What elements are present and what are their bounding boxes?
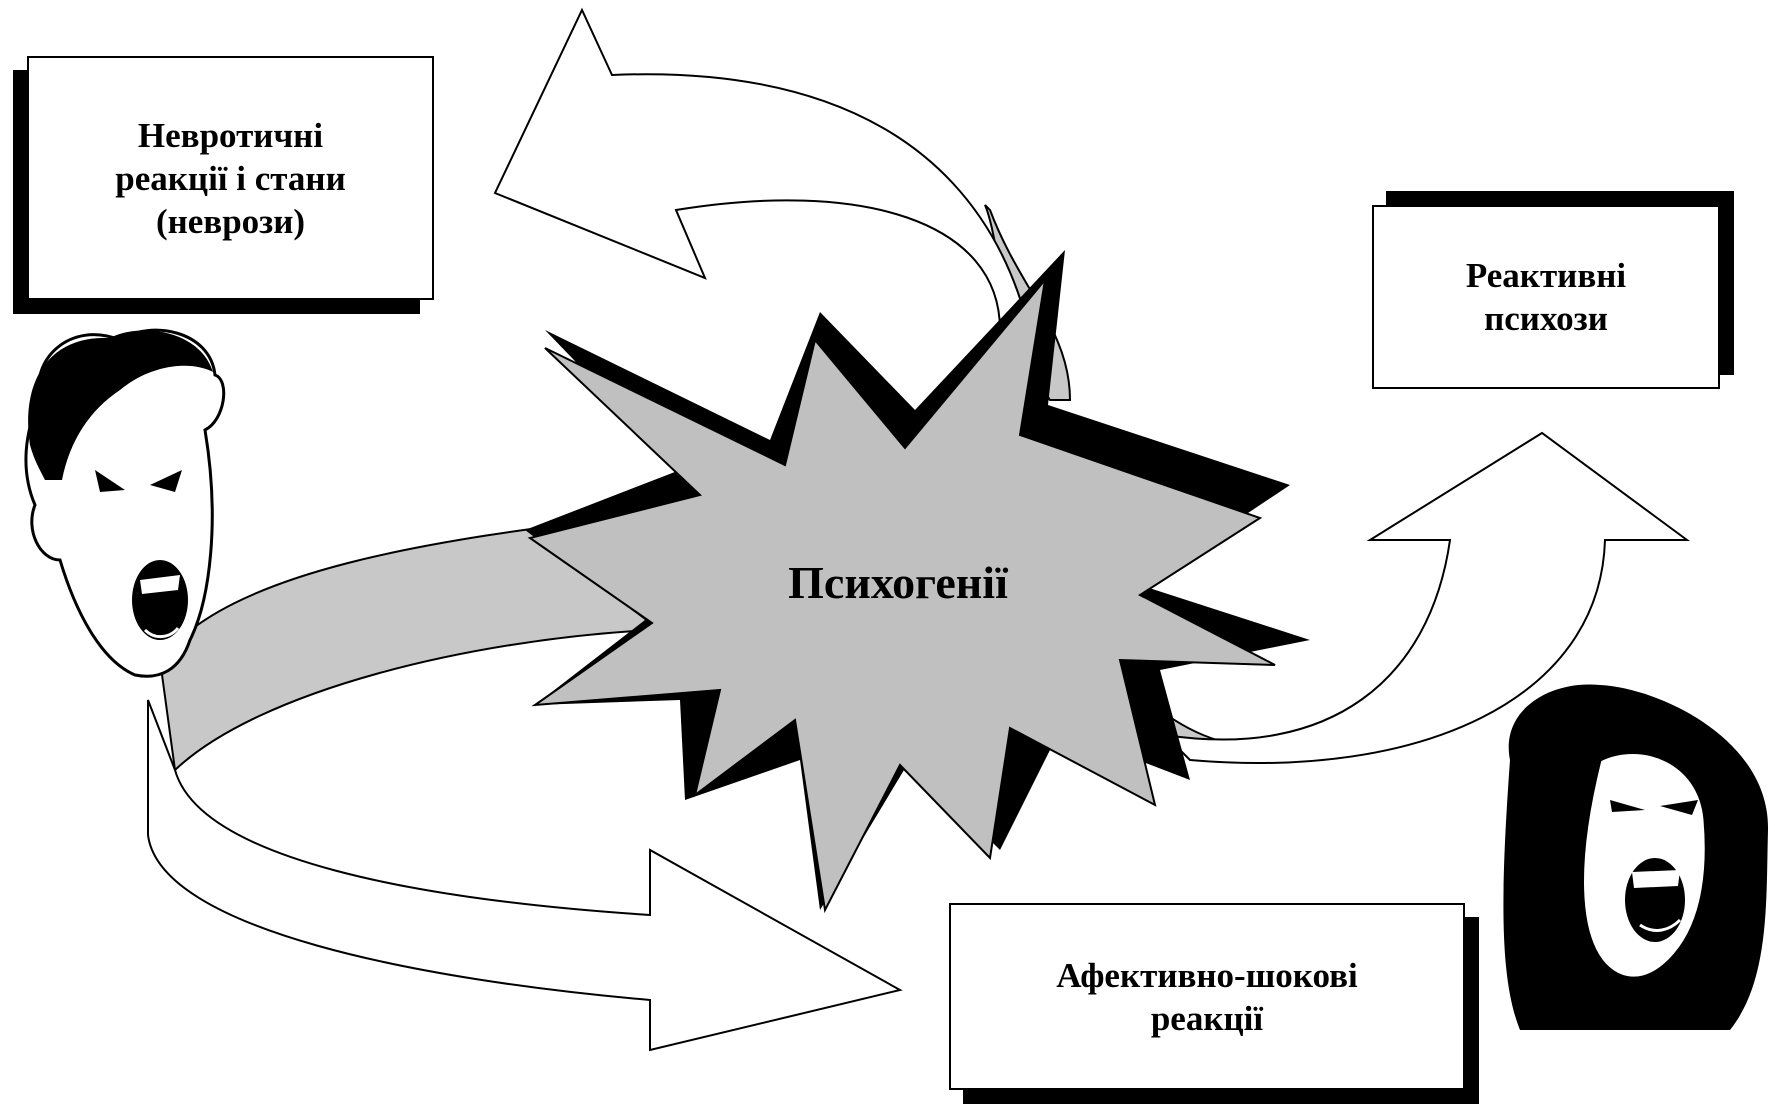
arrow-to-reactive [1162,431,1691,764]
arrow-to-affective [147,699,903,1052]
neurotic-box: Невротичні реакції і стани (неврози) [27,56,434,300]
affective-label: Афективно-шокові реакції [1056,955,1358,1038]
reactive-label: Реактивні психози [1465,256,1627,338]
neurotic-label: Невротичні реакції і стани (неврози) [115,115,346,241]
center-label: Психогенії [788,556,1008,608]
arrow-to-neurotic [493,7,1041,401]
affective-box: Афективно-шокові реакції [949,903,1465,1090]
screaming-woman-face-icon [1503,684,1769,1030]
star-burst [527,276,1276,914]
screaming-man-face-icon [24,328,226,678]
reactive-box: Реактивні психози [1372,205,1720,389]
